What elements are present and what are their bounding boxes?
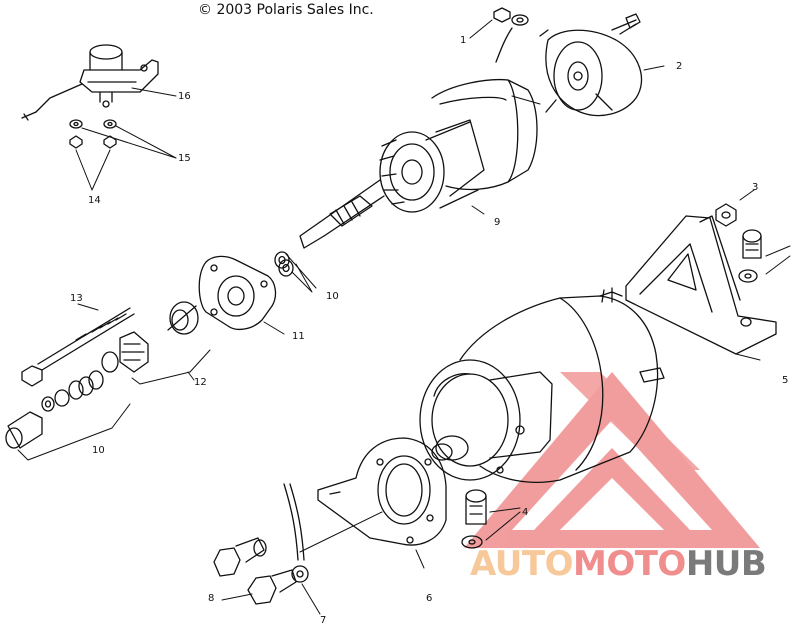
callout-11: 11 (292, 331, 305, 342)
spring-stack (5, 370, 131, 461)
callout-13: 13 (70, 293, 83, 304)
through-bolt (21, 303, 135, 387)
callout-12: 12 (194, 377, 207, 388)
label-leaders (285, 253, 317, 289)
bracket-bolt-4 (738, 229, 791, 283)
watermark-auto: AUTO (470, 544, 573, 584)
callout-6: 6 (426, 593, 433, 604)
watermark-text: AUTOMOTOHUB (470, 544, 767, 584)
bracket-nut-3 (715, 189, 755, 227)
callout-8: 8 (208, 593, 215, 604)
callout-9: 9 (494, 217, 501, 228)
callout-3: 3 (752, 182, 759, 193)
solenoid (21, 44, 159, 121)
nuts-14-15 (69, 119, 117, 149)
callout-2: 2 (676, 61, 683, 72)
starter-motor (419, 287, 665, 483)
callout-1: 1 (460, 35, 467, 46)
ground-cable (283, 483, 321, 615)
callout-10-washers: 10 (326, 291, 339, 302)
watermark-moto: MOTO (572, 544, 686, 584)
callout-10-cap: 10 (92, 445, 105, 456)
end-cap (539, 13, 665, 117)
drive-end-plate (198, 255, 285, 335)
watermark-hub: HUB (685, 544, 767, 584)
watermark-logo (464, 372, 760, 548)
callout-16: 16 (178, 91, 191, 102)
upper-bracket (625, 215, 777, 361)
lower-bracket (299, 437, 447, 569)
leader-lines (75, 87, 177, 191)
cable-bolt-8 (213, 537, 297, 605)
armature (299, 119, 485, 249)
thrust-washers (274, 251, 313, 293)
callout-7: 7 (320, 615, 327, 626)
callout-15: 15 (178, 153, 191, 164)
callout-5: 5 (782, 375, 789, 386)
callout-4: 4 (522, 507, 529, 518)
callout-14: 14 (88, 195, 101, 206)
terminal-nut (469, 7, 529, 63)
copyright-notice: © 2003 Polaris Sales Inc. (198, 2, 374, 18)
lower-bolt-4 (461, 489, 521, 549)
pinion-gear (101, 301, 211, 385)
armature-housing (431, 78, 541, 191)
